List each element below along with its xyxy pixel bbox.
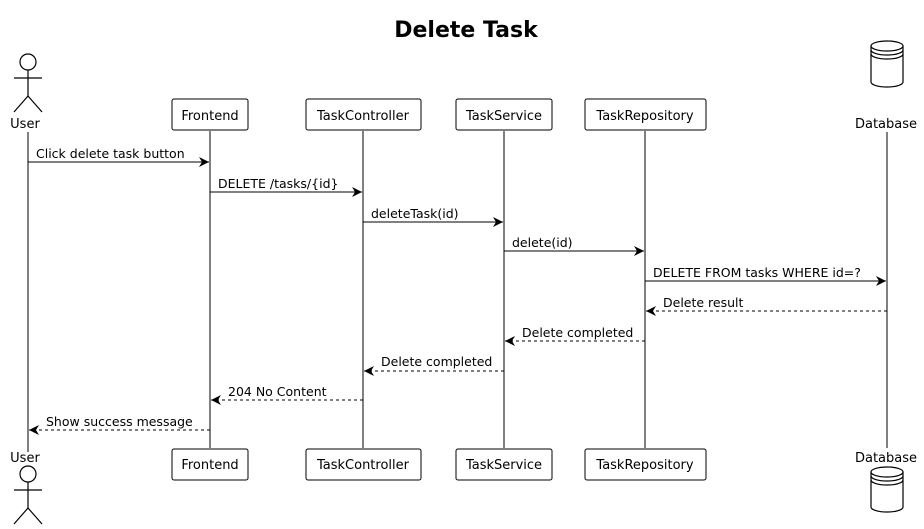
participant-label-database-bottom: Database (855, 451, 917, 466)
message-label: DELETE FROM tasks WHERE id=? (653, 265, 861, 280)
actor-icon (13, 53, 43, 113)
message-9: 204 No Content (211, 384, 363, 405)
participant-controller-top: TaskController (305, 98, 422, 131)
participants-bottom: User Frontend TaskController TaskService… (10, 448, 917, 525)
message-7: Delete completed (505, 325, 645, 346)
actor-user-bottom: User (10, 451, 43, 525)
message-2: DELETE /tasks/{id} (210, 176, 362, 197)
message-6: Delete result (646, 295, 887, 316)
message-label: Show success message (46, 414, 193, 429)
participant-service-bottom: TaskService (455, 448, 553, 481)
participant-label-frontend-bottom: Frontend (181, 458, 238, 473)
database-icon (870, 40, 904, 88)
participant-label-database: Database (855, 117, 917, 132)
message-label: delete(id) (512, 235, 573, 250)
message-5: DELETE FROM tasks WHERE id=? (645, 265, 886, 286)
participant-label-repository-bottom: TaskRepository (595, 458, 693, 473)
participant-label-repository: TaskRepository (595, 109, 693, 124)
participant-label-controller: TaskController (316, 109, 410, 124)
participant-frontend-top: Frontend (171, 98, 249, 131)
participant-label-user: User (10, 117, 40, 132)
message-label: DELETE /tasks/{id} (218, 176, 338, 191)
message-label: Delete result (663, 295, 744, 310)
participant-frontend-bottom: Frontend (171, 448, 249, 481)
participant-label-service: TaskService (465, 109, 542, 124)
message-8: Delete completed (364, 354, 504, 376)
message-4: delete(id) (504, 235, 644, 256)
participant-controller-bottom: TaskController (305, 448, 422, 481)
actor-user-top: User (10, 53, 43, 132)
message-3: deleteTask(id) (363, 206, 503, 227)
participant-label-frontend: Frontend (181, 109, 238, 124)
database-bottom: Database (855, 451, 917, 513)
participant-label-user-bottom: User (10, 451, 40, 466)
message-label: deleteTask(id) (371, 206, 459, 221)
messages: Click delete task button DELETE /tasks/{… (28, 146, 887, 435)
diagram-title: Delete Task (394, 18, 539, 43)
message-label: Delete completed (381, 354, 492, 369)
database-top: Database (855, 40, 917, 132)
message-label: 204 No Content (228, 384, 327, 399)
message-label: Delete completed (522, 325, 633, 340)
message-1: Click delete task button (28, 146, 209, 167)
message-label: Click delete task button (36, 146, 185, 161)
participant-repository-bottom: TaskRepository (584, 448, 707, 481)
database-icon (870, 466, 904, 513)
lifelines (27, 131, 888, 452)
message-10: Show success message (29, 414, 210, 435)
actor-icon (13, 465, 43, 525)
participants-top: User Frontend TaskController TaskService… (10, 40, 917, 132)
participant-label-service-bottom: TaskService (465, 458, 542, 473)
participant-service-top: TaskService (455, 98, 553, 131)
participant-label-controller-bottom: TaskController (316, 458, 410, 473)
participant-repository-top: TaskRepository (584, 98, 707, 131)
